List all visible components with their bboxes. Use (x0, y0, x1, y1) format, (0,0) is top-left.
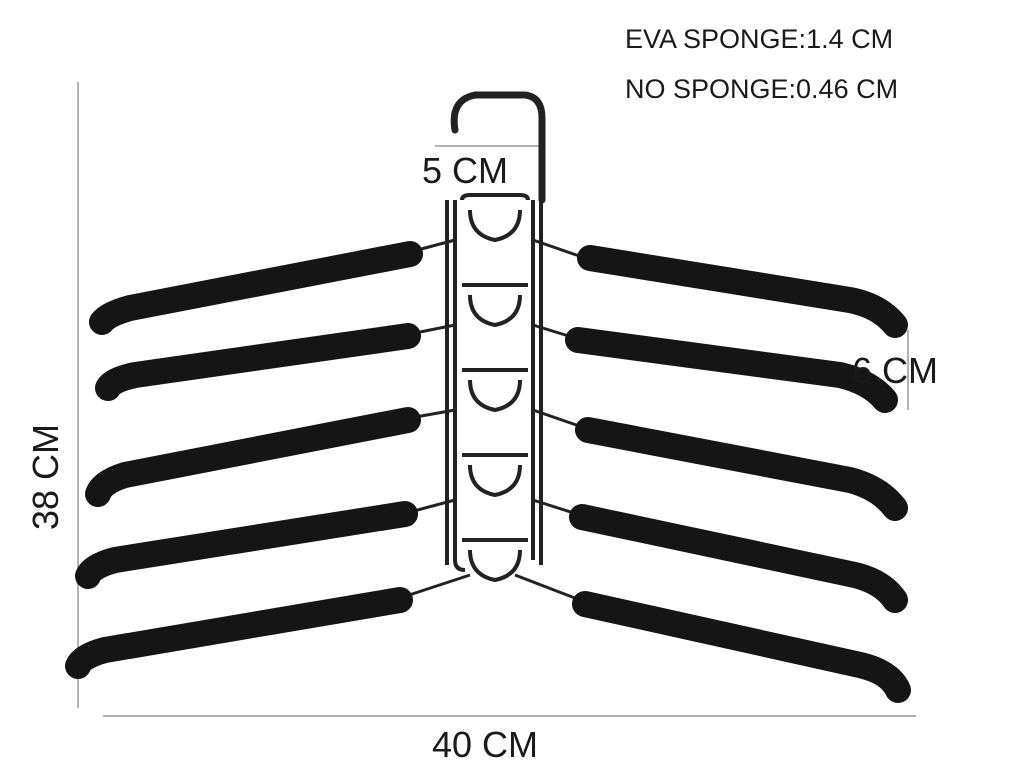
left-arm-1 (89, 241, 423, 335)
left-arms (65, 241, 423, 679)
left-arm-4 (75, 501, 418, 589)
height-dimension: 38 CM (25, 423, 66, 530)
right-arm-3 (575, 417, 908, 521)
no-sponge-spec: NO SPONGE:0.46 CM (625, 74, 899, 104)
right-arm-4 (569, 504, 908, 613)
width-dimension: 40 CM (432, 724, 539, 765)
arm-spacing-dimension: 6 CM (852, 350, 939, 391)
left-arm-3 (85, 407, 421, 507)
right-arm-2 (565, 327, 898, 413)
eva-sponge-spec: EVA SPONGE:1.4 CM (625, 24, 894, 54)
ladder-frame (445, 193, 543, 583)
right-arm-1 (577, 245, 908, 338)
right-arms (565, 245, 911, 703)
dimension-guides (77, 82, 916, 717)
left-arm-2 (95, 323, 421, 401)
arm-wires (399, 238, 586, 602)
hook (450, 91, 546, 204)
right-arm-5 (572, 591, 911, 703)
hook-gap-dimension: 5 CM (422, 150, 509, 191)
left-arm-5 (65, 587, 413, 679)
